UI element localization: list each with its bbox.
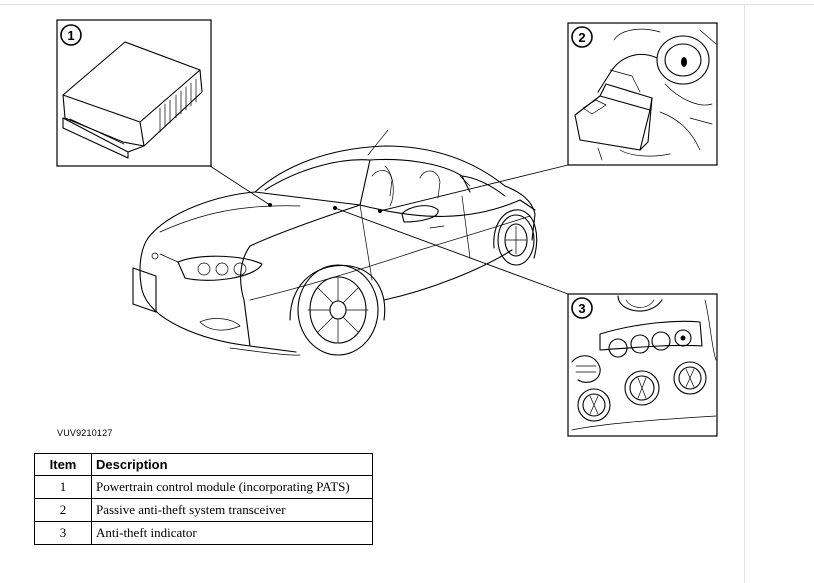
callout-1: 1: [56, 19, 212, 167]
car-illustration: [132, 129, 538, 356]
callout-3: 3: [567, 293, 718, 437]
leader-2: [379, 164, 569, 212]
table-row: 3 Anti-theft indicator: [34, 521, 373, 545]
module-icon: [62, 41, 203, 159]
page-border-top: [0, 4, 814, 5]
ignition-transceiver-icon: [574, 28, 717, 161]
callout-2-number: 2: [578, 30, 585, 45]
legend-header-item: Item: [34, 453, 92, 476]
table-row: 1 Powertrain control module (incorporati…: [34, 475, 373, 499]
callout-1-badge: [60, 24, 82, 46]
legend-item-number: 3: [34, 521, 92, 545]
callout-2-badge: [571, 26, 593, 48]
legend-header-row: Item Description: [34, 453, 373, 476]
callout-2-frame: [567, 22, 718, 166]
legend-table: Item Description 1 Powertrain control mo…: [34, 453, 373, 545]
callout-2: 2: [567, 22, 718, 166]
table-row: 2 Passive anti-theft system transceiver: [34, 498, 373, 522]
legend-item-description: Powertrain control module (incorporating…: [91, 475, 373, 499]
figure-id: VUV9210127: [57, 428, 113, 438]
legend-header-description: Description: [91, 453, 373, 476]
legend-item-description: Passive anti-theft system transceiver: [91, 498, 373, 522]
legend-item-number: 2: [34, 498, 92, 522]
callout-3-number: 3: [578, 301, 585, 316]
instrument-panel-icon: [571, 295, 717, 431]
callout-1-frame: [56, 19, 212, 167]
leader-1: [209, 165, 271, 206]
leader-lines: [209, 164, 569, 295]
page-border-right: [744, 4, 745, 583]
callout-3-badge: [571, 297, 593, 319]
component-location-diagram: 1 2: [56, 19, 718, 437]
leader-3: [334, 207, 569, 295]
legend-item-description: Anti-theft indicator: [91, 521, 373, 545]
callout-1-number: 1: [67, 28, 74, 43]
callout-3-frame: [567, 293, 718, 437]
legend-item-number: 1: [34, 475, 92, 499]
